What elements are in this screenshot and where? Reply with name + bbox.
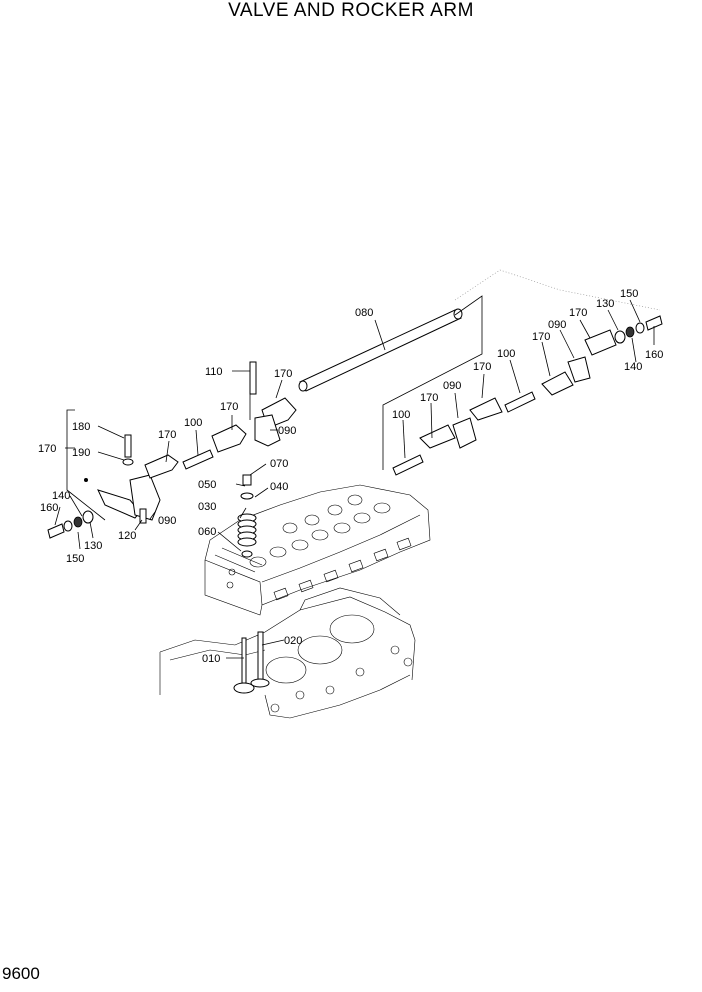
- callout-170: 170: [569, 307, 587, 319]
- callout-060: 060: [198, 526, 216, 538]
- callout-100: 100: [184, 417, 202, 429]
- callout-020: 020: [284, 635, 302, 647]
- valve-intake: [233, 637, 255, 694]
- callout-160: 160: [645, 349, 663, 361]
- callout-150: 150: [620, 288, 638, 300]
- callout-080: 080: [355, 307, 373, 319]
- callout-050: 050: [198, 479, 216, 491]
- callout-090: 090: [158, 515, 176, 527]
- callout-070: 070: [270, 458, 288, 470]
- callout-170: 170: [473, 361, 491, 373]
- callout-150: 150: [66, 553, 84, 565]
- callout-170: 170: [274, 368, 292, 380]
- valve-exhaust: [250, 631, 270, 688]
- callout-090: 090: [278, 425, 296, 437]
- callout-030: 030: [198, 501, 216, 513]
- callout-140: 140: [52, 490, 70, 502]
- callout-180: 180: [72, 421, 90, 433]
- callout-170: 170: [420, 392, 438, 404]
- page-number: 9600: [2, 964, 40, 983]
- callout-170: 170: [532, 331, 550, 343]
- callout-170: 170: [158, 429, 176, 441]
- callout-090: 090: [548, 319, 566, 331]
- callout-140: 140: [624, 361, 642, 373]
- callout-130: 130: [84, 540, 102, 552]
- callout-010: 010: [202, 653, 220, 665]
- callout-040: 040: [270, 481, 288, 493]
- valve-spring-stack: [237, 474, 257, 558]
- callout-100: 100: [392, 409, 410, 421]
- cylinder-head: [204, 484, 431, 616]
- callout-170: 170: [220, 401, 238, 413]
- callout-120: 120: [118, 530, 136, 542]
- rocker-shaft: [298, 308, 463, 392]
- rocker-left-group: [47, 361, 297, 539]
- rocker-right-group: [392, 315, 663, 476]
- callout-190: 190: [72, 447, 90, 459]
- callout-170: 170: [38, 443, 56, 455]
- cylinder-block-outline: [159, 587, 416, 719]
- callout-160: 160: [40, 502, 58, 514]
- callout-100: 100: [497, 348, 515, 360]
- callout-110: 110: [205, 366, 223, 378]
- page-title: VALVE AND ROCKER ARM: [228, 0, 474, 21]
- callout-090: 090: [443, 380, 461, 392]
- callout-130: 130: [596, 298, 614, 310]
- leader-lines: [54, 299, 655, 659]
